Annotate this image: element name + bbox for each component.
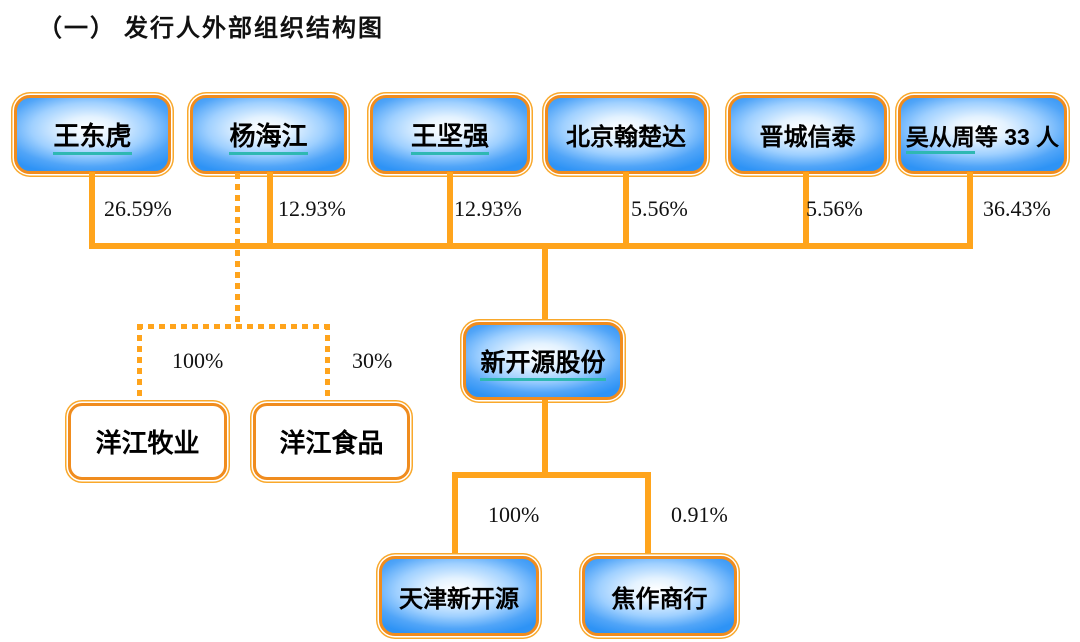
connector-beijinghanchuda (623, 172, 629, 243)
dotted-connector-yangjiangshipin (325, 324, 330, 403)
dotted-bus-affiliates (137, 324, 330, 329)
stake-label: 5.56% (631, 196, 688, 221)
connector-jiaozuoshanghang (645, 472, 651, 556)
affiliate-box-yangjiangmuye: 洋江牧业 (68, 403, 227, 480)
subsidiary-name: 焦作商行 (611, 585, 708, 613)
shareholder-box-beijinghanchuda: 北京翰楚达 (545, 95, 707, 174)
shareholder-box-wangdonghu: 王东虎 (14, 95, 171, 174)
stake-label: 30% (352, 348, 393, 373)
affiliate-name: 洋江牧业 (95, 428, 200, 458)
connector-tianjinxinkaiyuan (452, 472, 458, 556)
stake-label: 36.43% (983, 196, 1051, 221)
stake-label: 100% (172, 348, 224, 373)
connector-company-down (542, 400, 548, 478)
shareholder-box-yanghaijiang: 杨海江 (190, 95, 347, 174)
shareholder-name: 王坚强 (410, 121, 489, 155)
connector-to-company (542, 243, 548, 322)
connector-wangjianqiang (447, 172, 453, 243)
affiliate-box-yangjiangshipin: 洋江食品 (253, 403, 410, 480)
stake-label: 12.93% (278, 196, 346, 221)
stake-label: 100% (488, 502, 540, 527)
shareholder-name: 杨海江 (229, 121, 308, 155)
section-title: （一） 发行人外部组织结构图 (38, 16, 384, 42)
connector-jinchengxintai (803, 172, 809, 243)
subsidiary-name: 天津新开源 (399, 585, 519, 613)
bus-line (89, 243, 973, 249)
connector-wucongzhou (967, 172, 973, 243)
company-box-xinkaiyuan: 新开源股份 (463, 322, 623, 400)
stake-label: 12.93% (454, 196, 522, 221)
bus-line-subsidiaries (452, 472, 651, 478)
connector-wangdonghu (89, 172, 95, 243)
connector-yanghaijiang (267, 172, 273, 243)
stake-label: 0.91% (671, 502, 728, 527)
shareholder-box-wangjianqiang: 王坚强 (370, 95, 530, 174)
shareholder-box-wucongzhou-33: 吴从周等 33 人 (898, 95, 1067, 174)
stake-label: 5.56% (806, 196, 863, 221)
shareholder-name: 王东虎 (53, 121, 132, 155)
stake-label: 26.59% (104, 196, 172, 221)
dotted-connector-yangjiangmuye (137, 324, 142, 403)
shareholder-box-jinchengxintai: 晋城信泰 (728, 95, 887, 174)
dotted-connector-yanghaijiang (235, 173, 240, 326)
company-name: 新开源股份 (480, 349, 606, 381)
shareholder-name: 吴从周 (905, 123, 975, 154)
subsidiary-box-tianjinxinkaiyuan: 天津新开源 (379, 556, 539, 636)
affiliate-name: 洋江食品 (279, 428, 384, 458)
subsidiary-box-jiaozuoshanghang: 焦作商行 (582, 556, 737, 636)
